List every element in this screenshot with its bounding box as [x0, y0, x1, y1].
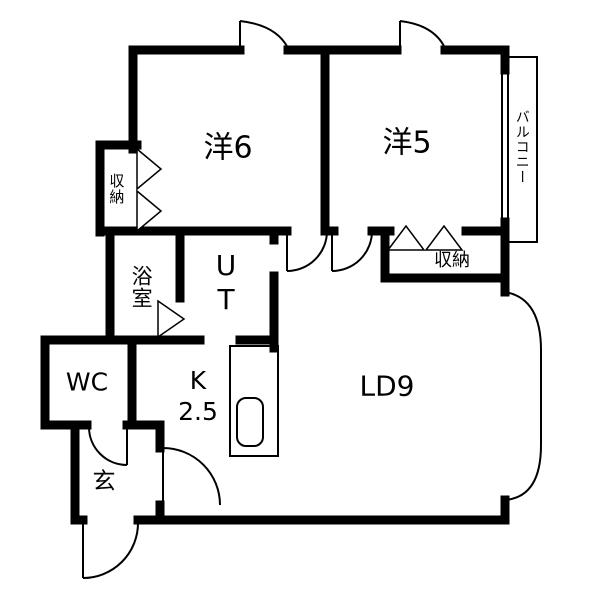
balcony-window-icon [501, 70, 509, 222]
room-label-entrance: 玄 [92, 468, 116, 495]
room-label-utility: UT [209, 249, 243, 317]
folding-door-icon-closet-bedroom5 [386, 224, 464, 251]
folding-door-icon-bath [157, 299, 186, 339]
door-arc-hall [162, 447, 221, 506]
room-label-kitchen: K 2.5 [178, 365, 218, 426]
door-arc-bedroom6 [286, 230, 328, 272]
room-label-living-dining: LD9 [359, 369, 415, 403]
room-label-bedroom6: 洋6 [203, 130, 253, 166]
folding-door-icon-closet-west [136, 147, 163, 233]
room-label-bedroom5: 洋5 [382, 125, 432, 161]
kitchen-counter [229, 345, 279, 457]
room-label-bath: 浴室 [129, 265, 154, 309]
room-label-closet-west: 収納 [107, 173, 126, 205]
door-arc-entrance [82, 522, 139, 579]
window-icon-bedroom6 [239, 20, 289, 49]
window-icon-bedroom5 [399, 20, 446, 49]
walls [40, 45, 510, 525]
room-label-closet-bedroom5: 収納 [434, 249, 470, 271]
door-arc-wc [88, 426, 128, 466]
door-arc-bedroom5 [331, 230, 373, 272]
room-label-balcony: バルコニー [513, 109, 530, 185]
room-label-wc: WC [65, 367, 109, 397]
window-icon-living [504, 291, 542, 501]
balcony-outline [509, 56, 538, 243]
